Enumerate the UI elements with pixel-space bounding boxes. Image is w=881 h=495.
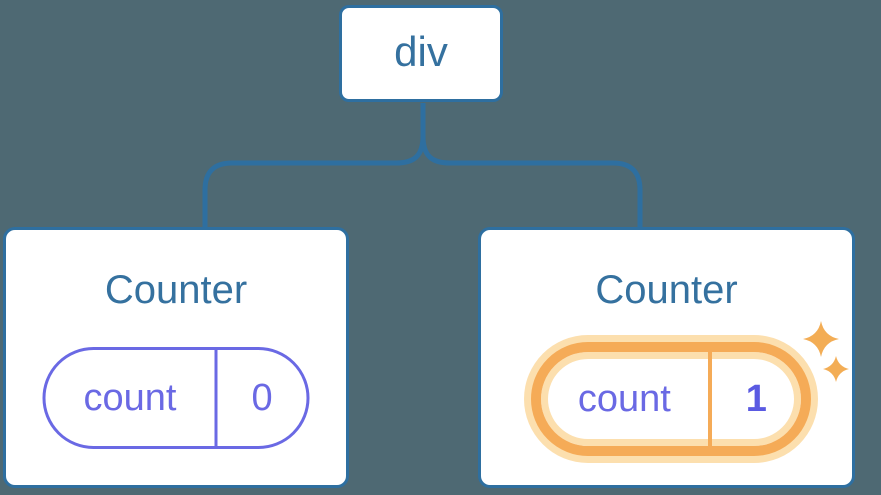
connector-right-branch [420, 103, 643, 229]
component-title: Counter [595, 268, 738, 312]
pill-divider [214, 350, 218, 446]
state-value: 0 [251, 377, 273, 419]
tree-node-div: div [339, 5, 503, 102]
state-pill: count 0 [42, 347, 310, 449]
state-value: 1 [745, 378, 767, 420]
state-key-label: count [577, 378, 671, 420]
pill-divider [708, 352, 713, 446]
tree-node-counter-left: Counter count 0 [3, 227, 349, 488]
tree-node-counter-right: Counter count 1 [478, 227, 855, 488]
state-key-label: count [83, 377, 177, 419]
state-pill-highlighted: count 1 [530, 342, 811, 456]
component-title: Counter [104, 268, 248, 312]
div-node-label: div [394, 27, 448, 75]
connector-left-branch [202, 103, 426, 229]
